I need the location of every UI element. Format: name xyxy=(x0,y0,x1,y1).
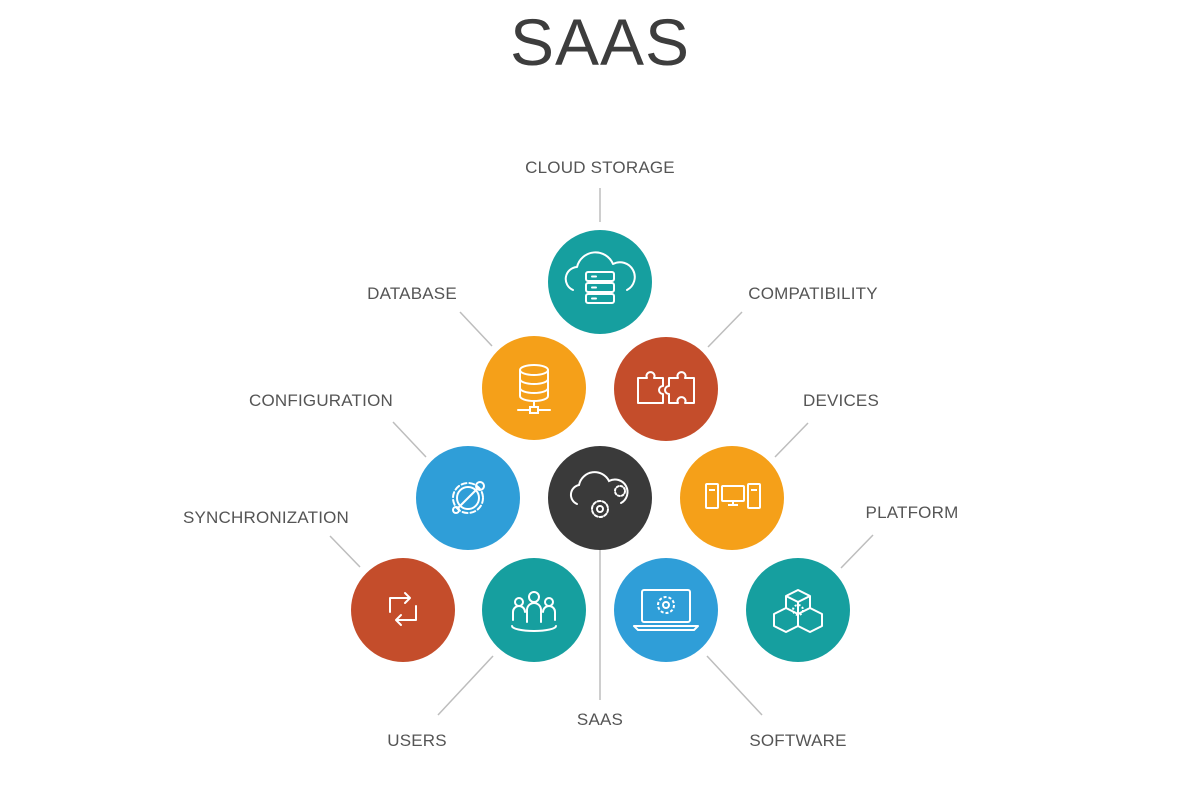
node-synchronization xyxy=(351,558,455,662)
synchronization-circle xyxy=(351,558,455,662)
label-platform: PLATFORM xyxy=(865,503,959,522)
line-devices xyxy=(774,422,809,458)
label-synchronization: SYNCHRONIZATION xyxy=(182,508,350,527)
users-circle xyxy=(482,558,586,662)
label-database: DATABASE xyxy=(367,284,457,303)
line-software xyxy=(706,655,763,716)
label-users: USERS xyxy=(387,731,447,750)
cloud-gear-icon xyxy=(569,471,629,518)
label-devices: DEVICES xyxy=(802,391,880,410)
node-database xyxy=(482,336,586,440)
label-saas: SAAS xyxy=(576,710,624,729)
line-compatibility xyxy=(707,311,743,348)
node-software xyxy=(614,558,718,662)
laptop-gear-icon xyxy=(633,589,699,631)
label-compatibility: COMPATIBILITY xyxy=(748,284,878,303)
sync-arrows-icon xyxy=(389,592,417,626)
node-cloud-storage xyxy=(548,230,652,334)
label-configuration: CONFIGURATION xyxy=(249,391,393,410)
users-group-icon xyxy=(511,591,557,632)
line-platform xyxy=(840,534,874,569)
node-platform xyxy=(746,558,850,662)
line-database xyxy=(459,311,493,347)
line-users xyxy=(437,655,494,716)
puzzle-icon xyxy=(637,371,695,404)
node-users xyxy=(482,558,586,662)
line-configuration xyxy=(392,421,427,458)
node-saas xyxy=(548,446,652,550)
saas-circle xyxy=(548,446,652,550)
connector-lines xyxy=(329,188,874,716)
label-cloud-storage: CLOUD STORAGE xyxy=(525,158,675,177)
label-software: SOFTWARE xyxy=(749,731,847,750)
database-circle xyxy=(482,336,586,440)
devices-icon xyxy=(705,483,761,509)
node-configuration xyxy=(416,446,520,550)
node-devices xyxy=(680,446,784,550)
software-circle xyxy=(614,558,718,662)
cloud-database-icon xyxy=(564,251,636,304)
cubes-gear-icon xyxy=(773,589,823,633)
database-icon xyxy=(517,364,551,414)
line-synchronization xyxy=(329,535,361,568)
devices-circle xyxy=(680,446,784,550)
wrench-gear-icon xyxy=(452,481,485,514)
page-title: SAAS xyxy=(509,5,691,79)
node-compatibility xyxy=(614,337,718,441)
